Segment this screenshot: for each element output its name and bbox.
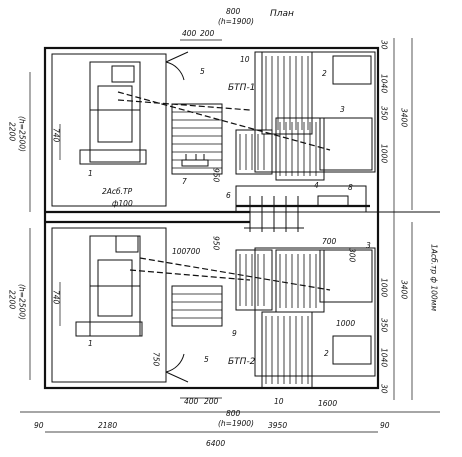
dimension-label: 90 <box>34 421 44 430</box>
dimension-label: 350 <box>380 318 389 333</box>
marker-7: 7 <box>182 177 187 186</box>
unit-2-lower <box>332 335 372 365</box>
outer-wall <box>43 46 380 390</box>
dimension-label: 1000 <box>336 319 355 328</box>
dimension-label: 350 <box>380 106 389 121</box>
label-btp2: БТП-2 <box>228 357 256 367</box>
marker-1b: 1 <box>88 339 93 348</box>
stairs-upper <box>171 103 223 175</box>
dimension-label: 740 <box>52 290 61 305</box>
marker-2: 2 <box>322 69 327 78</box>
boiler-upper <box>79 61 147 165</box>
unit-2-upper <box>332 55 372 85</box>
room-upper-left <box>51 53 167 207</box>
dimension-label: 400 <box>182 29 197 38</box>
dimension-label: (h=2500) <box>18 284 27 320</box>
dimension-label: 3950 <box>268 421 287 430</box>
dimension-label: 950 <box>212 236 221 251</box>
door-upper <box>165 51 189 81</box>
door-lower <box>165 353 189 383</box>
marker-5: 5 <box>200 67 205 76</box>
dimension-label: 6400 <box>206 439 225 448</box>
marker-4: 4 <box>314 181 319 190</box>
label-pipe1: 2Асб.ТР <box>102 187 133 196</box>
pipe-dashed-lower <box>139 257 331 291</box>
dimension-label: 300 <box>348 248 357 263</box>
marker-5b: 5 <box>204 355 209 364</box>
dimension-lines <box>20 38 440 433</box>
dimension-label: 1040 <box>380 74 389 93</box>
dimension-label: 30 <box>380 40 389 50</box>
dimension-label: 2180 <box>98 421 117 430</box>
dimension-label: 2200 <box>8 122 17 141</box>
stairs-lower <box>171 285 223 327</box>
dimension-label: 200 <box>200 29 215 38</box>
dimension-label: 2200 <box>8 290 17 309</box>
dimension-label: 740 <box>52 128 61 143</box>
marker-1: 1 <box>88 169 93 178</box>
marker-6: 6 <box>226 191 231 200</box>
dimension-label: 200 <box>204 397 219 406</box>
dimension-label: 400 <box>184 397 199 406</box>
marker-3b: 3 <box>366 241 371 250</box>
dimension-label: 700 <box>186 247 201 256</box>
marker-9: 9 <box>232 329 237 338</box>
dimension-label: (h=1900) <box>218 17 254 26</box>
dimension-label: 950 <box>212 168 221 183</box>
exchanger-lower <box>235 249 325 389</box>
marker-10: 10 <box>240 55 250 64</box>
unit-4-manifold <box>235 185 367 213</box>
dimension-label: (h=1900) <box>218 419 254 428</box>
marker-3: 3 <box>340 105 345 114</box>
pipe-dashed-upper <box>117 91 331 151</box>
dimension-label: 3400 <box>400 280 409 299</box>
boiler-lower <box>75 235 143 337</box>
dimension-label: 700 <box>322 237 337 246</box>
dimension-label: 30 <box>380 384 389 394</box>
label-pipe2: 1Асб.тр ф 100мм <box>430 244 439 311</box>
exchanger-upper <box>235 51 325 181</box>
pump-7 <box>181 154 209 167</box>
unit-3-lower <box>319 249 373 303</box>
dimension-label: 1600 <box>318 399 337 408</box>
unit-3-upper <box>319 117 373 171</box>
room-lower-left <box>51 227 167 383</box>
dimension-label: 800 <box>226 409 241 418</box>
dimension-label: 90 <box>380 421 390 430</box>
marker-8: 8 <box>348 183 353 192</box>
marker-10b: 10 <box>274 397 284 406</box>
dimension-label: 3400 <box>400 108 409 127</box>
dimension-label: 750 <box>152 352 161 367</box>
unit-8 <box>317 195 349 207</box>
dimension-label: 1000 <box>380 144 389 163</box>
dimension-label: 100 <box>172 247 187 256</box>
dimension-label: 800 <box>226 7 241 16</box>
label-btp1: БТП-1 <box>228 83 255 93</box>
title: План <box>270 9 294 19</box>
dimension-label: 1040 <box>380 348 389 367</box>
label-pipe1-dia: ф100 <box>112 199 133 208</box>
dimension-label: 1000 <box>380 278 389 297</box>
marker-2b: 2 <box>324 349 329 358</box>
valve-row-6 <box>236 196 370 232</box>
dimension-label: (h=2500) <box>18 116 27 152</box>
